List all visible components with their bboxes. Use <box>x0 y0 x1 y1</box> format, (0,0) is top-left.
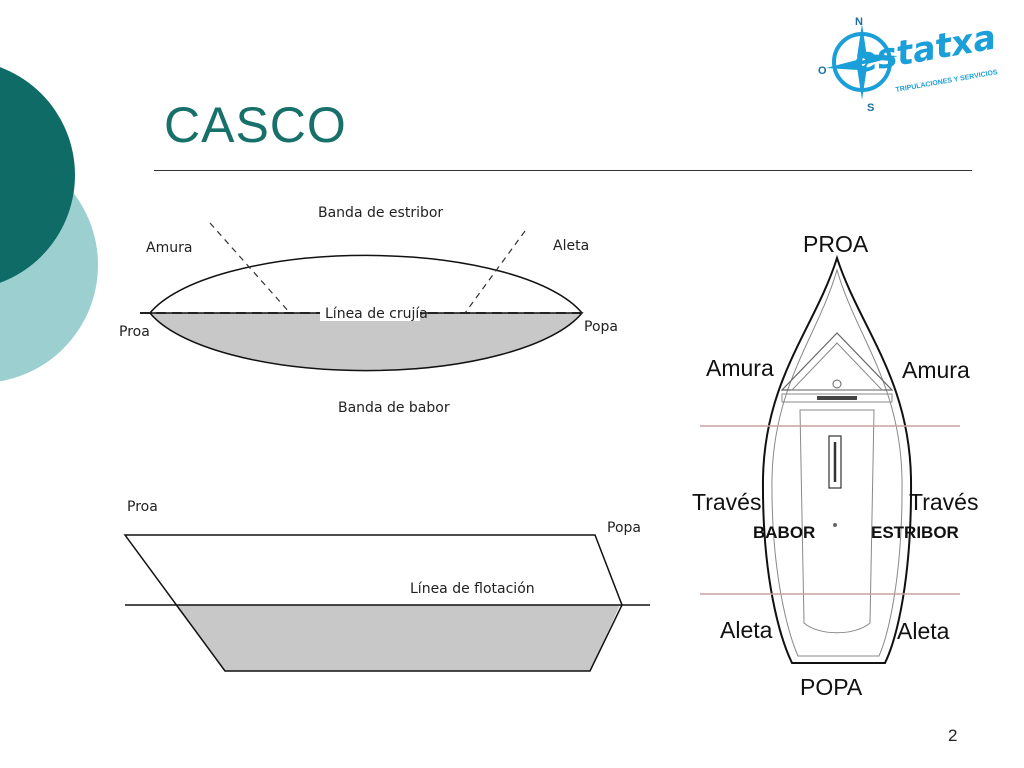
title-divider <box>154 170 972 171</box>
dark-teal-circle <box>0 67 75 283</box>
label-popa: Popa <box>584 319 618 335</box>
label-proa: Proa <box>119 324 150 340</box>
label-proa: PROA <box>803 231 869 257</box>
foredeck-inner <box>790 342 884 391</box>
compass-s: S <box>867 102 874 114</box>
label-banda-estribor: Banda de estribor <box>318 205 443 221</box>
stern-quarter-line <box>464 230 526 314</box>
page-number: 2 <box>948 726 958 745</box>
mooring-cleat <box>817 396 857 400</box>
label-banda-babor: Banda de babor <box>338 400 450 416</box>
label-linea-flotacion: Línea de flotación <box>410 581 535 597</box>
label-linea-crujia: Línea de crujía <box>325 306 428 322</box>
centerboard-slot <box>828 435 842 489</box>
label-popa: POPA <box>800 674 863 700</box>
label-aleta: Aleta <box>553 238 589 254</box>
hull-bottom-half <box>148 312 584 372</box>
decorative-circles <box>0 67 98 382</box>
label-estribor: ESTRIBOR <box>871 523 959 542</box>
submerged-hull <box>175 605 620 671</box>
logo-tagline: TRIPULACIONES Y SERVICIOS <box>895 69 998 94</box>
boat-outer-hull <box>761 254 913 664</box>
foredeck-fitting <box>832 379 842 389</box>
slide-title: CASCO <box>164 97 347 153</box>
label-amura: Amura <box>146 240 192 256</box>
label-traves-left: Través <box>692 489 761 515</box>
bow-quarter-line <box>209 222 291 314</box>
label-proa: Proa <box>127 499 158 515</box>
hull-outline <box>123 534 623 672</box>
boat-inner-hull <box>771 268 903 657</box>
label-babor: BABOR <box>753 523 815 542</box>
deck-beam <box>781 393 893 403</box>
label-popa: Popa <box>607 520 641 536</box>
label-aleta-right: Aleta <box>897 618 950 644</box>
label-traves-right: Través <box>909 489 978 515</box>
hull-top-view-diagram: Banda de estribor Amura Aleta Línea de c… <box>119 205 618 416</box>
hull-top-half <box>149 254 583 314</box>
cockpit <box>799 409 875 634</box>
compass-o: O <box>818 65 827 77</box>
label-amura-right: Amura <box>902 357 970 383</box>
hull-side-view-diagram: Proa Popa Línea de flotación <box>123 499 650 672</box>
estatxa-logo: N O S estatxa TRIPULACIONES Y SERVICIOS <box>818 16 999 114</box>
compass-n: N <box>855 16 863 28</box>
label-aleta-left: Aleta <box>720 617 773 643</box>
compass-rose-icon <box>826 24 898 100</box>
boat-plan-diagram: PROA Amura Amura Través Través BABOR EST… <box>692 231 978 700</box>
label-amura-left: Amura <box>706 355 774 381</box>
mast-step <box>833 523 837 527</box>
